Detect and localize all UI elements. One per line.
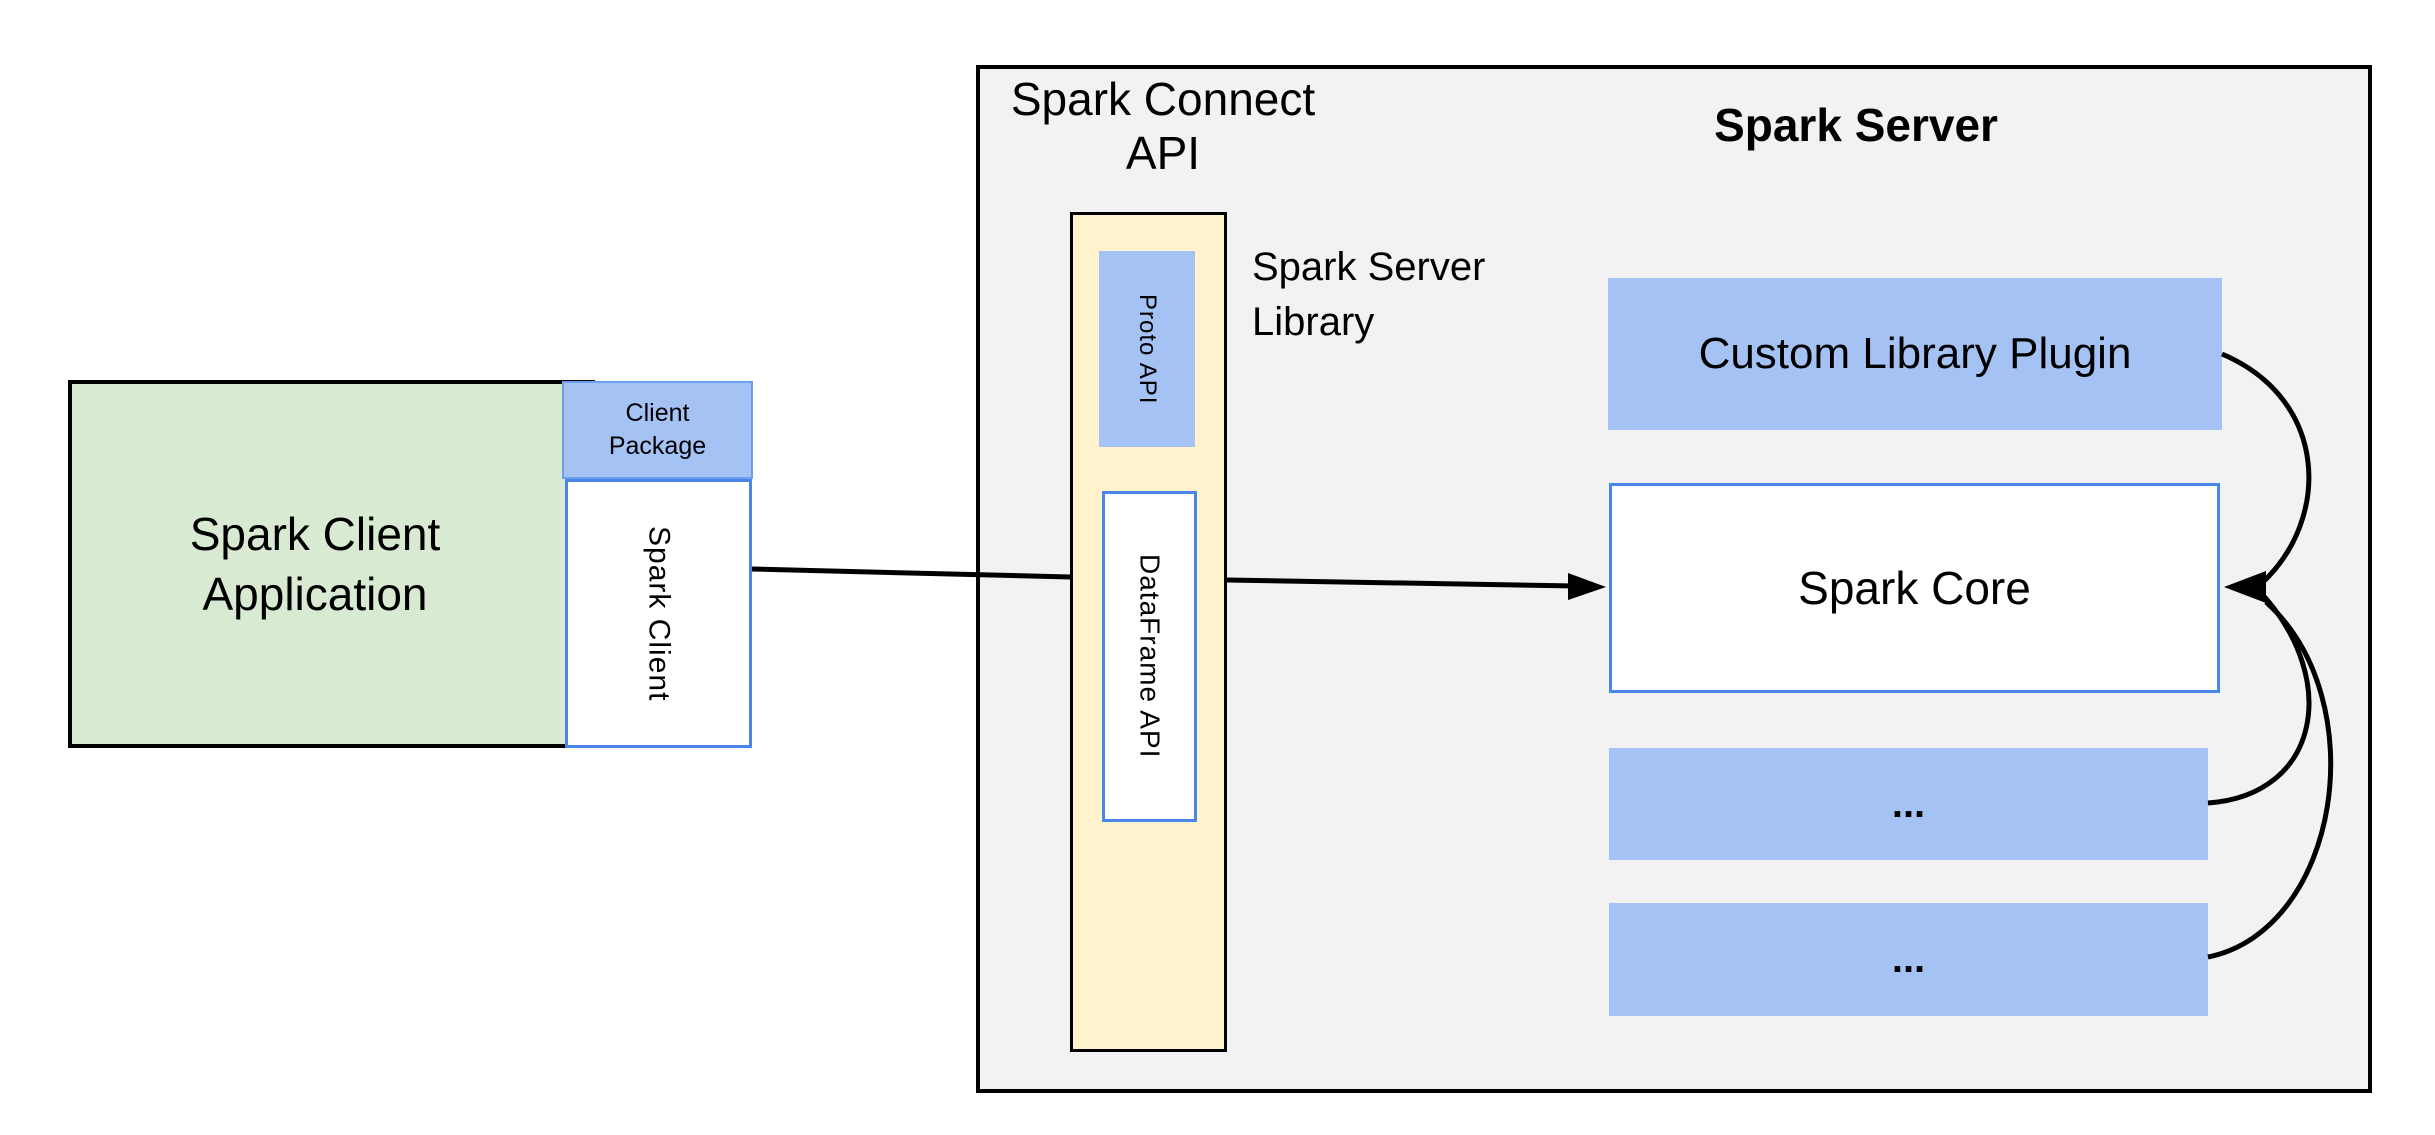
spark-client-node: Spark Client [565,479,752,748]
spark-core-node: Spark Core [1609,483,2220,693]
spark-client-application-label: Spark Client Application [189,508,441,620]
custom-library-plugin-node: Custom Library Plugin [1608,278,2222,430]
spark-client-application-node [68,380,595,748]
spark-server-title: Spark Server [1714,99,1998,151]
dataframe-api-node: DataFrame API [1102,491,1197,822]
plugin-slot-2-node: ... [1609,903,2208,1016]
client-package-node: Client Package [562,381,753,479]
proto-api-node: Proto API [1099,251,1195,447]
spark-server-library-label: Spark Server Library [1252,245,1486,344]
plugin-slot-1-node: ... [1609,748,2208,860]
dataframe-api-label: DataFrame API [1134,554,1166,759]
spark-connect-api-label: Spark Connect API [1010,73,1316,179]
spark-client-label: Spark Client [642,525,676,702]
proto-api-label: Proto API [1134,293,1161,405]
